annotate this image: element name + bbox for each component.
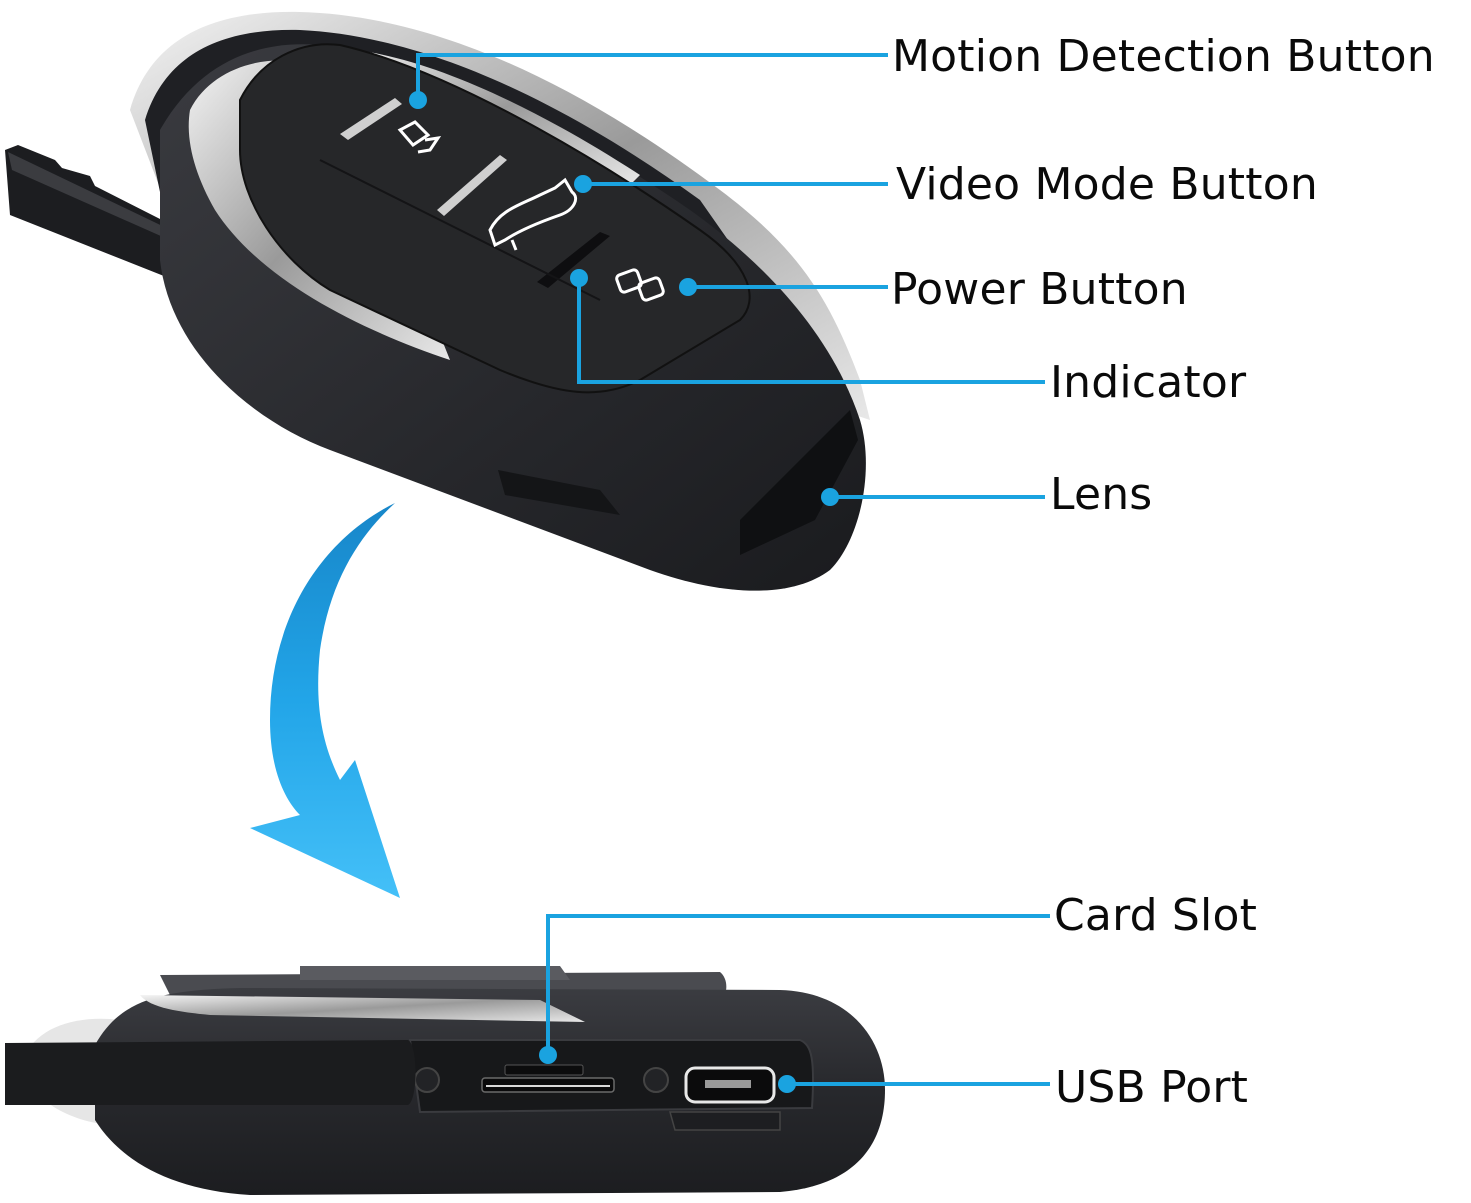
dot-power: [679, 278, 697, 296]
flip-arrow-icon: [250, 503, 400, 898]
leader-indicator: [577, 278, 1045, 384]
power-button-icon: [615, 268, 665, 302]
label-card-slot: Card Slot: [1054, 890, 1258, 941]
dot-lens: [821, 488, 839, 506]
dot-motion: [409, 91, 427, 109]
label-lens: Lens: [1050, 469, 1153, 520]
callout-dots: [409, 91, 839, 1093]
dot-usb: [778, 1075, 796, 1093]
key-cover-flap-side: [5, 1040, 416, 1105]
dot-indicator: [570, 269, 588, 287]
video-button-icon: [488, 177, 577, 251]
button-panel: [239, 43, 751, 394]
motion-button-icon: [397, 120, 442, 154]
dot-video: [574, 175, 592, 193]
callout-lines: [416, 53, 1050, 1086]
usb-port: [684, 1066, 776, 1104]
label-usb-port: USB Port: [1055, 1062, 1249, 1113]
fob-top-view: [5, 11, 870, 591]
label-power-button: Power Button: [891, 264, 1188, 315]
label-indicator: Indicator: [1050, 357, 1247, 408]
dot-card: [539, 1046, 557, 1064]
card-slot: [481, 1064, 615, 1093]
label-video-mode-button: Video Mode Button: [896, 159, 1318, 210]
lens-window: [740, 410, 858, 555]
fob-side-view: [5, 966, 885, 1195]
leader-motion: [416, 53, 888, 100]
leader-card: [546, 914, 1050, 1055]
label-motion-detection-button: Motion Detection Button: [892, 31, 1435, 82]
